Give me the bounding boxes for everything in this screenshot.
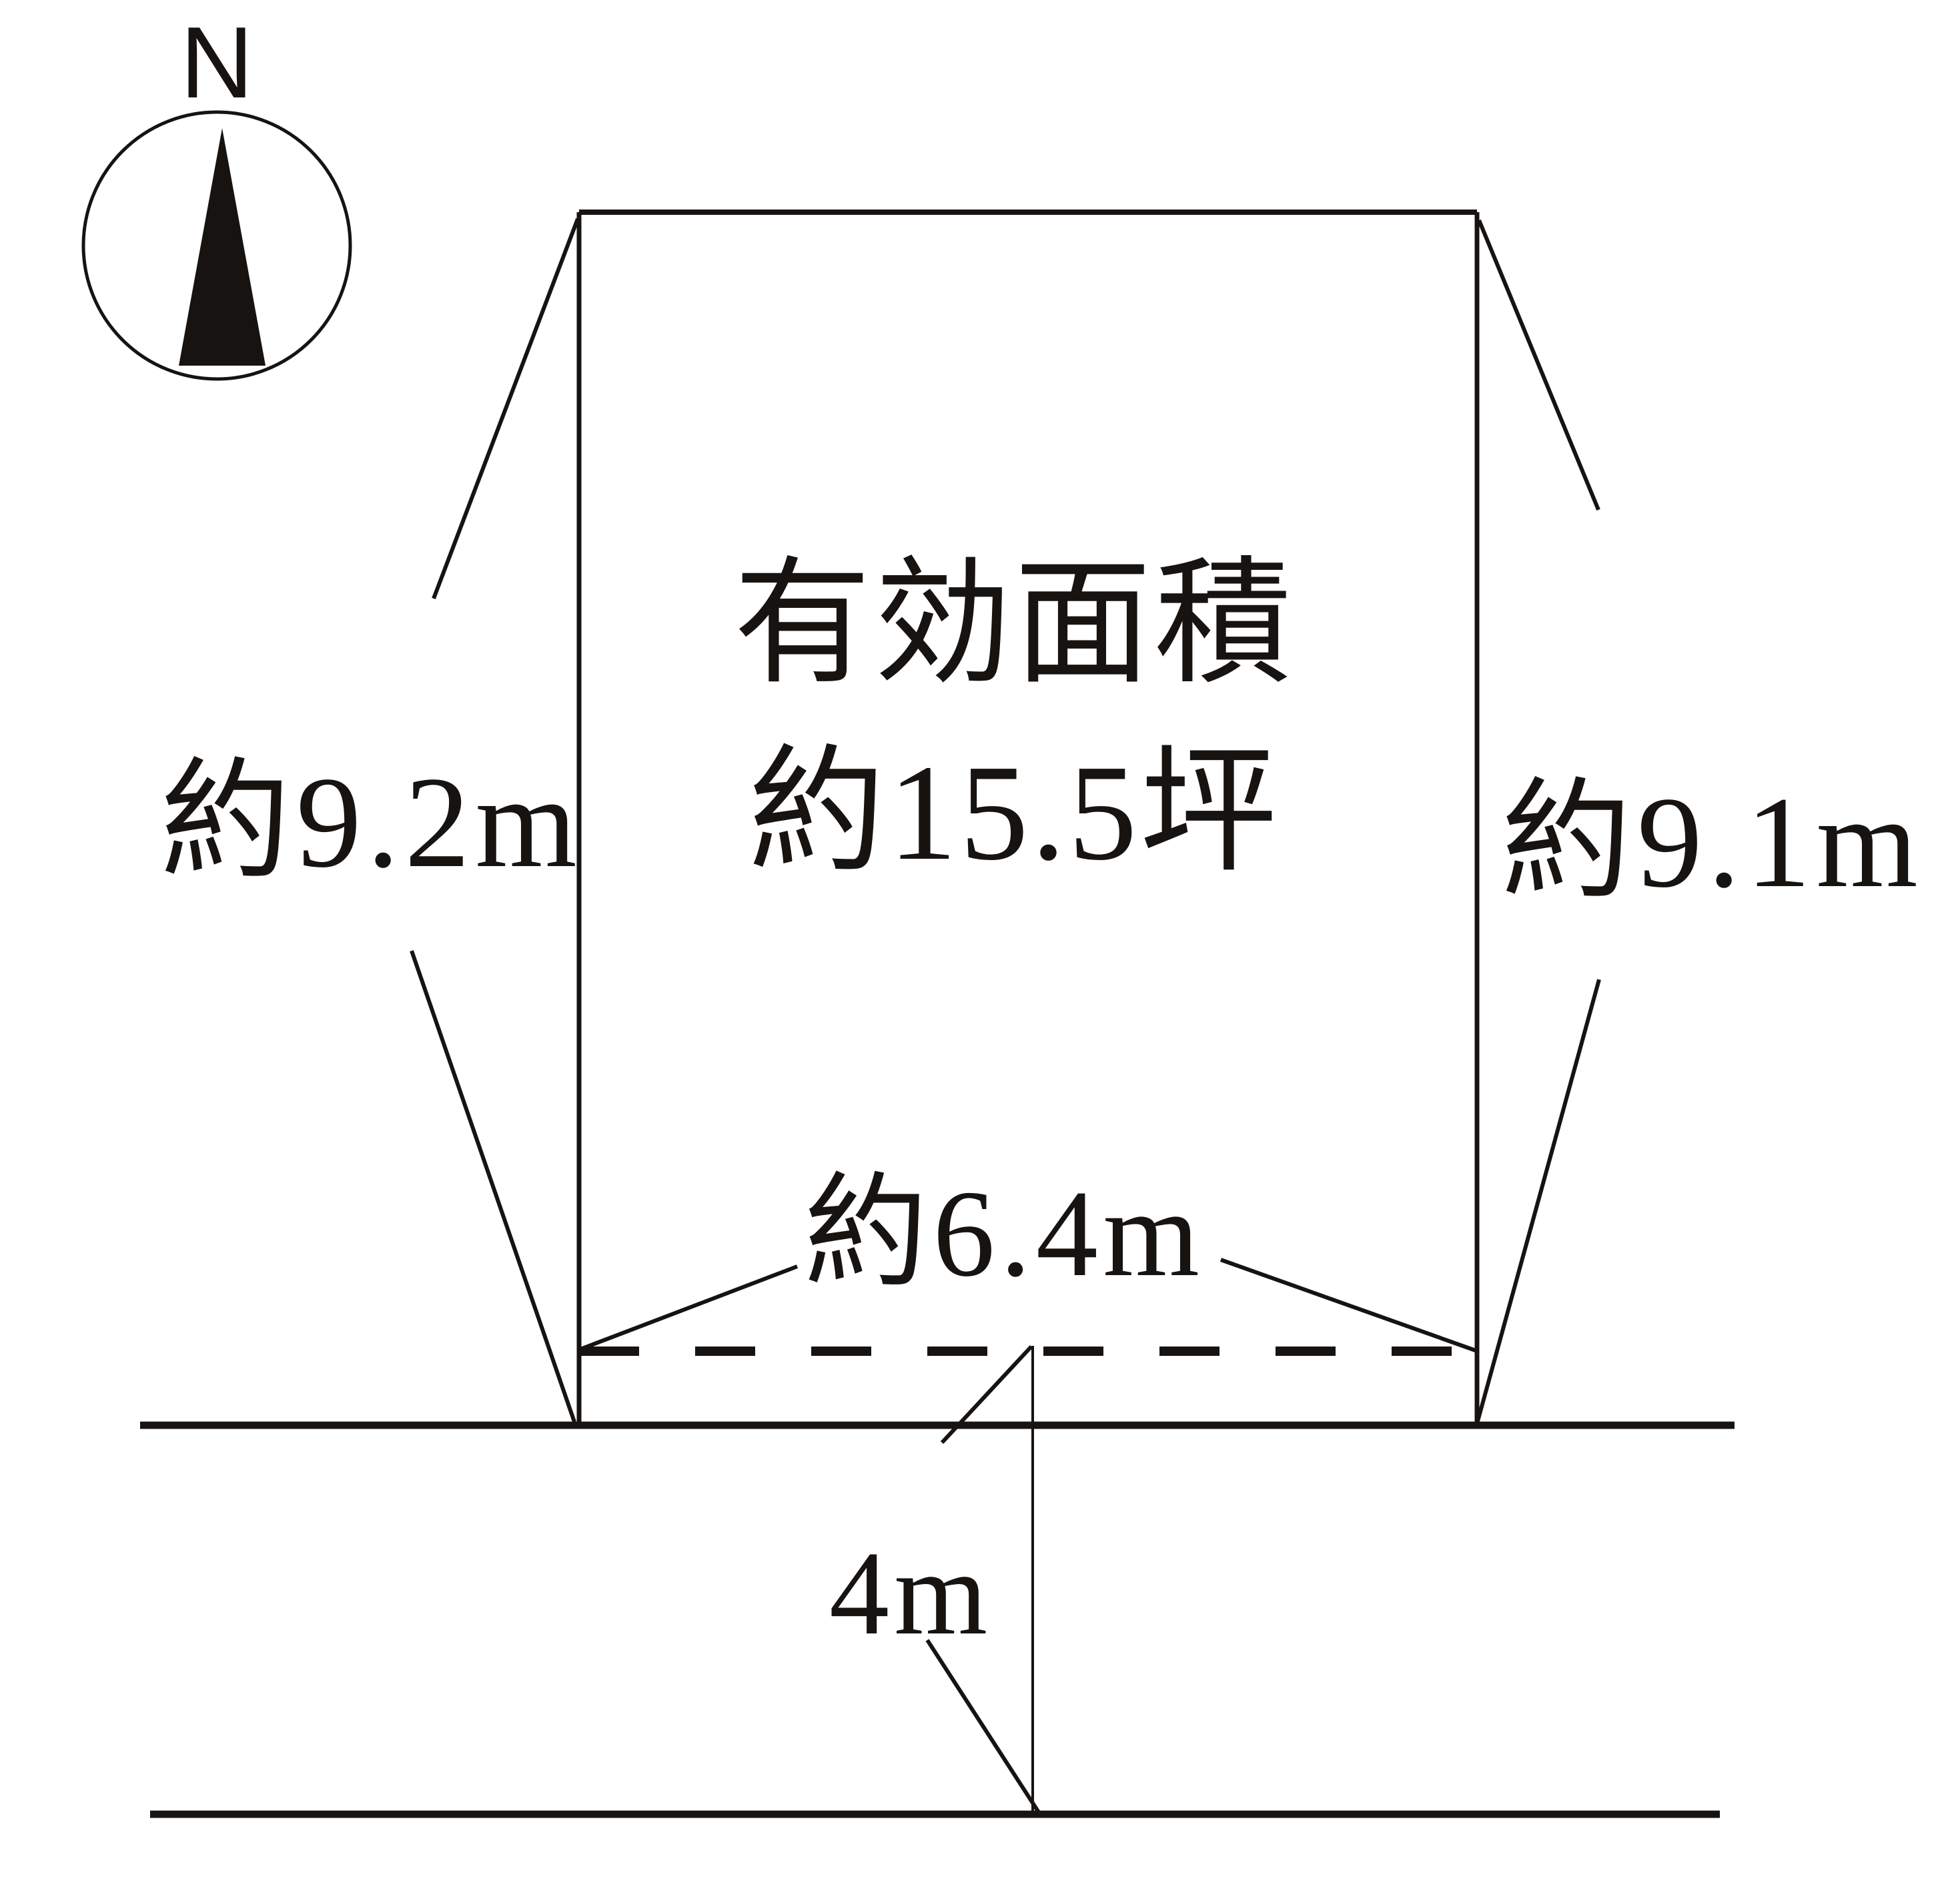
leader-road-lower (925, 1639, 1041, 1814)
dimension-label-right-side: 約9.1m (1501, 770, 1923, 915)
leader-road-upper (940, 1345, 1033, 1445)
leader-right-lower (1476, 979, 1601, 1422)
dimension-label-road-width: 4m (829, 1527, 993, 1659)
dimension-label-frontage: 約6.4m (804, 1165, 1205, 1302)
effective-area-label-line1: 有効面積 (733, 548, 1295, 701)
compass-circle (81, 110, 352, 381)
dimension-label-left-side: 約9.2m (160, 750, 582, 895)
compass-north-needle-icon (179, 128, 266, 366)
effective-area-label: 有効面積 約15.5坪 (667, 530, 1361, 907)
leader-left-upper (432, 218, 580, 600)
leader-frontage-left (579, 1264, 799, 1351)
leader-right-upper (1477, 219, 1600, 511)
leader-frontage-right (1219, 1258, 1477, 1353)
leader-left-lower (410, 950, 576, 1423)
compass-north-label: N (180, 6, 254, 119)
effective-area-label-line2: 約15.5坪 (748, 736, 1280, 889)
